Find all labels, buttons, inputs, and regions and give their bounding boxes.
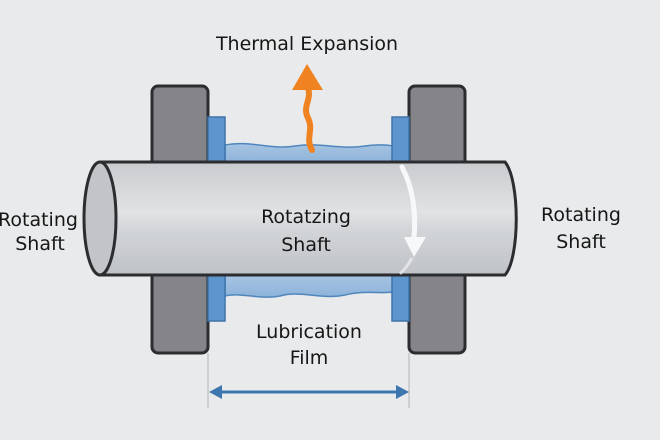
label-right-shaft-1: Rotating — [541, 204, 621, 226]
label-center-shaft-1: Rotatzing — [261, 206, 351, 228]
heat-arrowhead — [292, 64, 323, 90]
lubrication-film-top — [224, 142, 394, 164]
title-thermal-expansion: Thermal Expansion — [215, 33, 398, 55]
label-right-shaft-2: Shaft — [556, 231, 606, 253]
shaft-end-face — [82, 160, 118, 277]
label-film-1: Lubrication — [256, 321, 362, 343]
label-film-2: Film — [290, 347, 329, 369]
rotation-arrowhead — [404, 237, 426, 257]
rotation-arrow-tail — [398, 257, 414, 276]
label-center-shaft-2: Shaft — [281, 234, 331, 256]
left-flange-top — [207, 116, 226, 164]
label-left-shaft-1: Rotating — [0, 209, 78, 231]
dimension-arrowhead-left — [209, 385, 222, 399]
lubrication-film-bottom — [224, 274, 394, 298]
heat-arrow-icon — [303, 85, 315, 153]
right-flange-bottom — [391, 274, 410, 322]
dimension-arrowhead-right — [396, 385, 409, 399]
label-left-shaft-2: Shaft — [15, 233, 65, 255]
left-flange-bottom — [207, 274, 226, 322]
rotation-arrow — [399, 164, 418, 241]
right-flange-top — [391, 116, 410, 164]
